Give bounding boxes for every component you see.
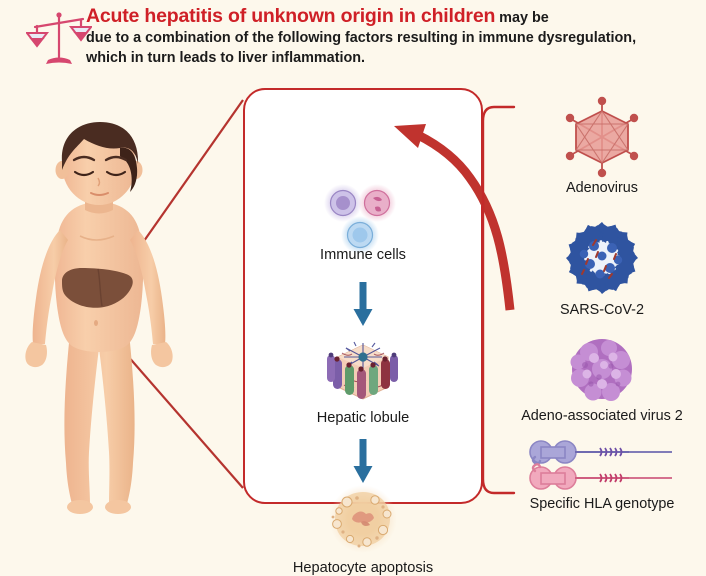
aav2-icon bbox=[570, 339, 632, 401]
arrow-down-icon-2 bbox=[353, 439, 373, 483]
factor-adenovirus[interactable]: Adenovirus bbox=[498, 96, 706, 196]
factor-hla-genotype[interactable]: Specific HLA genotype bbox=[498, 438, 706, 512]
factor-label-sars-cov-2: SARS-CoV-2 bbox=[560, 302, 644, 318]
label-hepatic-lobule: Hepatic lobule bbox=[316, 410, 410, 426]
arrow-down-icon-1 bbox=[353, 282, 373, 326]
factors-bracket bbox=[481, 105, 516, 495]
adenovirus-icon bbox=[565, 96, 639, 178]
balance-scale-icon bbox=[26, 12, 92, 64]
factor-aav2[interactable]: Adeno-associated virus 2 bbox=[498, 332, 706, 424]
header-line-3: which in turn leads to liver inflammatio… bbox=[86, 50, 366, 66]
factor-sars-cov-2[interactable]: SARS-CoV-2 bbox=[498, 216, 706, 318]
coronavirus-icon bbox=[563, 219, 641, 297]
header-text-block: Acute hepatitis of unknown origin in chi… bbox=[86, 6, 698, 68]
hla-chromosome-icon bbox=[529, 440, 672, 490]
factor-label-hla-genotype: Specific HLA genotype bbox=[529, 496, 675, 512]
label-immune-cells: Immune cells bbox=[320, 247, 406, 263]
liver-organ bbox=[62, 268, 133, 308]
apoptotic-hepatocyte-icon bbox=[329, 485, 397, 553]
page-title: Acute hepatitis of unknown origin in chi… bbox=[86, 5, 496, 27]
factor-label-adenovirus: Adenovirus bbox=[566, 180, 638, 196]
header-line-2: due to a combination of the following fa… bbox=[86, 30, 637, 46]
factor-label-aav2: Adeno-associated virus 2 bbox=[521, 408, 683, 424]
factors-to-liver-arrow bbox=[394, 124, 515, 311]
headline-tail: may be bbox=[495, 10, 549, 26]
factors-column: Adenovirus bbox=[498, 88, 706, 516]
label-hepatocyte-apoptosis: Hepatocyte apoptosis bbox=[292, 560, 434, 576]
child-figure bbox=[25, 122, 173, 514]
hepatic-lobule-icon bbox=[327, 341, 398, 400]
three-immune-cells-icon bbox=[324, 184, 396, 254]
header: Acute hepatitis of unknown origin in chi… bbox=[0, 0, 706, 86]
